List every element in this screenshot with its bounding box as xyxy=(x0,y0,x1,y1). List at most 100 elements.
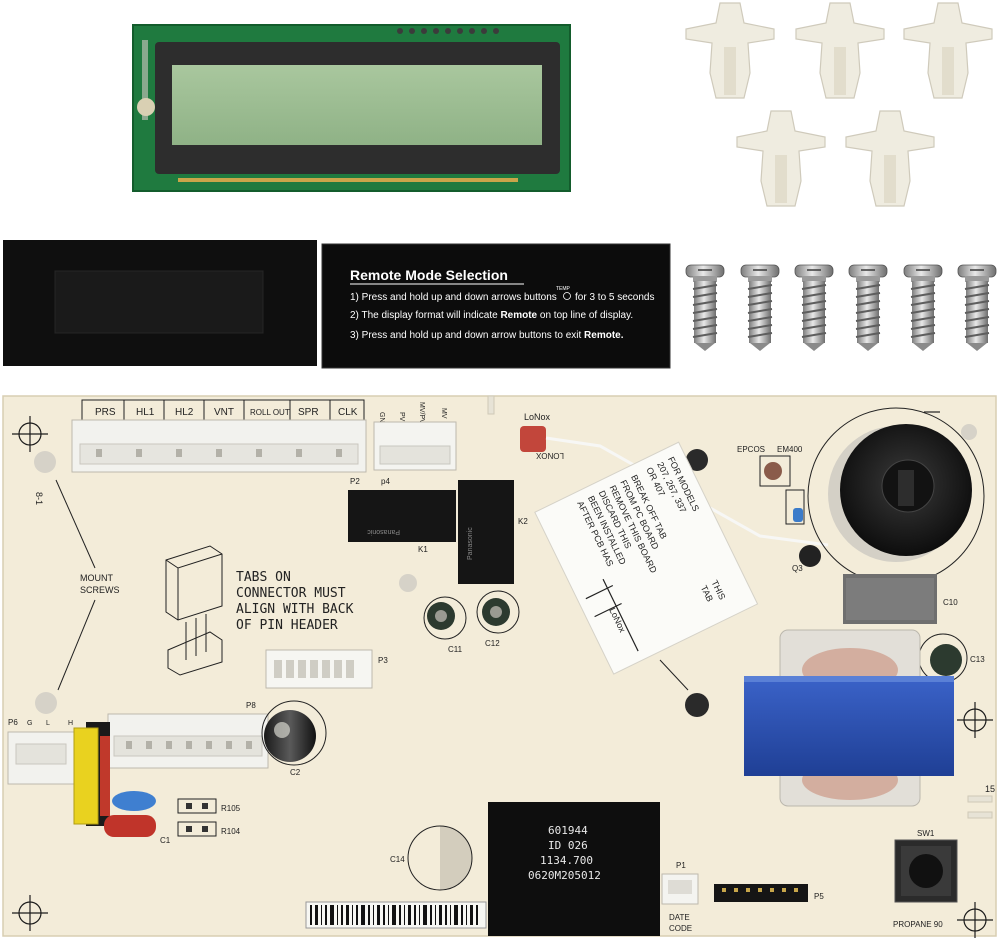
tabs-note-3: ALIGN WITH BACK xyxy=(236,602,354,617)
lcd-pins xyxy=(397,28,499,34)
label-propane: PROPANE 90 xyxy=(893,920,943,929)
screws-text: SCREWS xyxy=(80,585,120,595)
card-title: Remote Mode Selection xyxy=(350,267,508,283)
mount-text: MOUNT xyxy=(80,573,113,583)
lcd-module xyxy=(132,24,571,192)
temp-label: TEMP xyxy=(556,286,571,292)
foam-pad xyxy=(3,240,317,366)
remote-mode-card: Remote Mode Selection 1) Press and hold … xyxy=(321,243,671,369)
temp-icon xyxy=(563,292,571,300)
lcd-screen xyxy=(172,65,542,145)
label-clk: CLK xyxy=(338,407,358,418)
code-label: CODE xyxy=(669,924,692,933)
gas-valve-knob xyxy=(807,407,985,585)
label-r105: R105 xyxy=(221,804,241,813)
mounting-clips xyxy=(685,2,993,207)
barcode xyxy=(305,901,487,929)
chip-line-3: 1134.700 xyxy=(540,854,593,867)
card-line-3: 3) Press and hold up and down arrow butt… xyxy=(350,330,624,341)
date-label: DATE xyxy=(669,913,690,922)
label-r104: R104 xyxy=(221,827,241,836)
chip-line-4: 0620M205012 xyxy=(528,869,601,882)
capacitor-c12: C12 xyxy=(476,590,520,648)
tag-pointer xyxy=(659,659,689,691)
label-prs: PRS xyxy=(95,407,116,418)
label-q3: Q3 xyxy=(792,564,803,573)
capacitor-c2: C2 xyxy=(261,700,327,777)
p1-connector: P1 DATE CODE xyxy=(661,861,699,933)
screws xyxy=(685,264,997,352)
p8-connector: P8 xyxy=(107,701,269,769)
label-c2: C2 xyxy=(290,768,301,777)
mounting-holes xyxy=(12,416,993,938)
p6-pin-h: H xyxy=(68,720,73,727)
tabs-note-2: CONNECTOR MUST xyxy=(236,586,346,601)
chip-line-1: 601944 xyxy=(548,824,588,837)
p5-header: P5 xyxy=(714,884,824,902)
label-vnt: VNT xyxy=(214,407,234,418)
label-c1: C1 xyxy=(160,836,171,845)
lonox-tag: FOR MODELS 207, 267, 337 OR 407 BREAK OF… xyxy=(534,441,759,675)
label-c13: C13 xyxy=(970,655,985,664)
tabs-note-1: TABS ON xyxy=(236,570,291,585)
p6-connector: P6 G L H xyxy=(7,718,75,785)
card-line-1b: for 3 to 5 seconds xyxy=(575,292,655,303)
label-spr: SPR xyxy=(298,407,319,418)
label-p2: P2 xyxy=(350,477,360,486)
label-p6: P6 xyxy=(8,718,18,727)
capacitor-c11: C11 xyxy=(423,596,467,654)
p4-mvpv: MV/PV xyxy=(418,402,425,424)
card-line-1: 1) Press and hold up and down arrows but… xyxy=(350,292,557,303)
microcontroller-chip: 601944 ID 026 1134.700 0620M205012 xyxy=(488,802,660,936)
chip-line-2: ID 026 xyxy=(548,839,588,852)
p4-pv: PV xyxy=(398,412,405,422)
card-line-2: 2) The display format will indicate Remo… xyxy=(350,310,633,321)
tabs-note-4: OF PIN HEADER xyxy=(236,618,338,633)
capacitor-c14-outline: C14 xyxy=(390,825,473,891)
hole-ref: 8-1 xyxy=(34,492,44,505)
label-c14: C14 xyxy=(390,855,405,864)
label-em400: EM400 xyxy=(777,445,803,454)
side-number: 15 xyxy=(985,784,995,794)
label-p5: P5 xyxy=(814,892,824,901)
epcos-component: EPCOS EM400 Q3 xyxy=(737,445,821,573)
p6-pin-l: L xyxy=(46,720,50,727)
label-rollout: ROLL OUT xyxy=(250,408,290,417)
capacitor-c1: C1 xyxy=(104,791,171,845)
label-c12: C12 xyxy=(485,639,500,648)
transformer xyxy=(744,629,954,807)
lonox-plug-label: LONOX xyxy=(535,451,564,460)
fuse xyxy=(73,722,110,826)
label-hl2: HL2 xyxy=(175,407,194,418)
switch-sw1: SW1 PROPANE 90 xyxy=(893,829,958,929)
label-p4: p4 xyxy=(381,477,390,486)
label-epcos: EPCOS xyxy=(737,445,765,454)
connector-pictogram xyxy=(165,545,223,676)
label-p1: P1 xyxy=(676,861,686,870)
k2-brand: Panasonic xyxy=(467,527,474,560)
label-lonox: LoNox xyxy=(524,412,551,422)
label-k1: K1 xyxy=(418,545,428,554)
label-k2: K2 xyxy=(518,517,528,526)
tabs-note: TABS ON CONNECTOR MUST ALIGN WITH BACK O… xyxy=(236,570,354,633)
label-c11: C11 xyxy=(448,645,463,654)
p3-connector: P3 xyxy=(265,649,388,689)
label-hl1: HL1 xyxy=(136,407,155,418)
capacitor-c10: C10 xyxy=(843,574,958,624)
p6-pin-g: G xyxy=(27,720,32,727)
relay-k1: Panasonic K1 xyxy=(348,490,456,554)
p4-gnd: GND xyxy=(378,412,385,428)
label-p3: P3 xyxy=(378,656,388,665)
mount-screws-note: 8-1 MOUNT SCREWS xyxy=(34,479,120,691)
label-sw1: SW1 xyxy=(917,829,935,838)
main-connector: PRS HL1 HL2 VNT ROLL OUT SPR CLK P2 xyxy=(71,399,367,486)
label-c10: C10 xyxy=(943,598,958,607)
p4-connector: GND PV MV/PV MV p4 xyxy=(373,402,457,486)
relay-k2: Panasonic K2 xyxy=(458,480,528,584)
k1-brand: Panasonic xyxy=(367,528,400,535)
label-p8: P8 xyxy=(246,701,256,710)
p4-mv: MV xyxy=(440,408,447,419)
control-board: PRS HL1 HL2 VNT ROLL OUT SPR CLK P2 GND … xyxy=(2,395,997,938)
resistors: R105 R104 xyxy=(177,798,241,837)
